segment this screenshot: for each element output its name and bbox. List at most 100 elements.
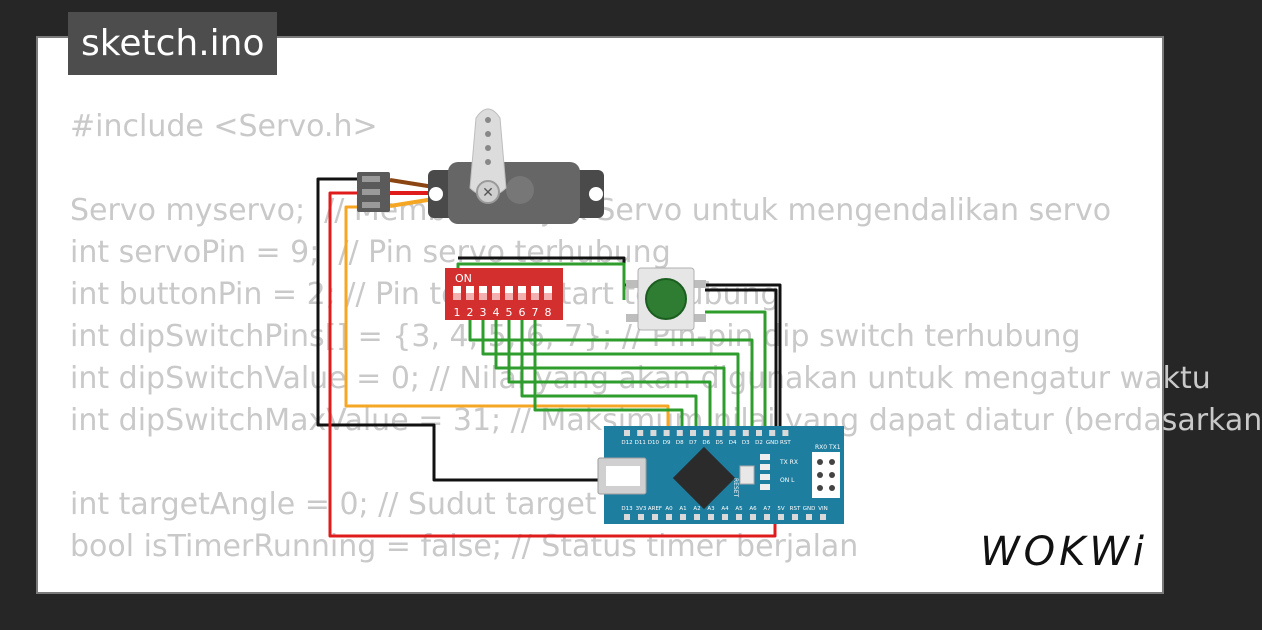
servo-shaft-icon bbox=[476, 180, 500, 204]
nano-pin-3v3[interactable] bbox=[638, 514, 644, 520]
nano-pin-gnd[interactable] bbox=[769, 430, 776, 436]
nano-pin-aref[interactable] bbox=[652, 514, 658, 520]
nano-pin-label: A5 bbox=[735, 506, 743, 512]
nano-pin-label: D7 bbox=[689, 440, 697, 446]
wire-button-green[interactable] bbox=[705, 310, 767, 432]
dip-on-label: ON bbox=[455, 272, 472, 285]
nano-pin-label: D4 bbox=[729, 440, 737, 446]
nano-pin-label: RST bbox=[780, 440, 791, 446]
nano-pin-label: D9 bbox=[663, 440, 671, 446]
nano-pin-label: D11 bbox=[635, 440, 646, 446]
wire-servo-gnd[interactable] bbox=[316, 177, 606, 482]
wire-button-d2[interactable] bbox=[705, 288, 778, 432]
dip-key-slider bbox=[466, 293, 474, 300]
dip-number: 6 bbox=[519, 306, 526, 319]
nano-pin-a6[interactable] bbox=[750, 514, 756, 520]
nano-pin-label: GND bbox=[766, 440, 779, 446]
nano-pin-vin[interactable] bbox=[820, 514, 826, 520]
nano-pin-a3[interactable] bbox=[708, 514, 714, 520]
wire-dip-5[interactable] bbox=[507, 318, 712, 432]
svg-text:✕: ✕ bbox=[482, 185, 494, 201]
nano-pin-a7[interactable] bbox=[764, 514, 770, 520]
dip-number: 4 bbox=[493, 306, 500, 319]
nano-pin-label: D3 bbox=[742, 440, 750, 446]
nano-pin-a1[interactable] bbox=[680, 514, 686, 520]
nano-pin-label: VIN bbox=[818, 506, 828, 512]
nano-pin-label: A4 bbox=[721, 506, 729, 512]
nano-pin-label: RST bbox=[790, 506, 801, 512]
nano-pin-d8[interactable] bbox=[676, 430, 683, 436]
dip-number: 3 bbox=[480, 306, 487, 319]
nano-pin-label: AREF bbox=[648, 506, 662, 512]
led-tx bbox=[760, 454, 770, 460]
rx-tx-label: RX0 TX1 bbox=[815, 444, 841, 451]
nano-pin-a5[interactable] bbox=[736, 514, 742, 520]
nano-pin-label: D12 bbox=[621, 440, 632, 446]
file-tab[interactable]: sketch.ino bbox=[68, 12, 278, 75]
pushbutton[interactable] bbox=[626, 267, 706, 331]
led-label-tx-rx: TX RX bbox=[779, 459, 798, 466]
nano-pin-rst[interactable] bbox=[792, 514, 798, 520]
nano-pin-label: A3 bbox=[707, 506, 715, 512]
nano-pin-d3[interactable] bbox=[742, 430, 749, 436]
nano-pin-label: A1 bbox=[679, 506, 686, 512]
wire-dip-6[interactable] bbox=[520, 318, 698, 432]
dip-number: 5 bbox=[506, 306, 513, 319]
dip-key-slider bbox=[492, 293, 500, 300]
nano-pin-a2[interactable] bbox=[694, 514, 700, 520]
nano-pin-label: A0 bbox=[665, 506, 673, 512]
nano-pin-d6[interactable] bbox=[703, 430, 710, 436]
nano-pin-5v[interactable] bbox=[778, 514, 784, 520]
nano-pin-d4[interactable] bbox=[729, 430, 736, 436]
reset-button[interactable] bbox=[739, 465, 755, 485]
servo-motor[interactable]: ✕ bbox=[428, 108, 604, 224]
nano-pin-d5[interactable] bbox=[716, 430, 723, 436]
microcontroller-chip bbox=[672, 446, 736, 510]
dip-number: 2 bbox=[467, 306, 474, 319]
nano-pin-label: A6 bbox=[749, 506, 757, 512]
nano-pin-d10[interactable] bbox=[650, 430, 657, 436]
nano-pin-label: D5 bbox=[716, 440, 724, 446]
servo-connector[interactable] bbox=[357, 172, 390, 212]
led-rx bbox=[760, 464, 770, 470]
dip-key-slider bbox=[518, 293, 526, 300]
dip-key-slider bbox=[479, 293, 487, 300]
servo-mount-left bbox=[429, 187, 443, 201]
nano-pin-label: A2 bbox=[693, 506, 700, 512]
nano-pin-label: 5V bbox=[777, 506, 784, 512]
nano-pin-rst[interactable] bbox=[782, 430, 789, 436]
nano-pin-label: 3V3 bbox=[636, 506, 647, 512]
dip-key-slider bbox=[505, 293, 513, 300]
dip-number: 8 bbox=[545, 306, 552, 319]
nano-pin-d2[interactable] bbox=[756, 430, 762, 436]
nano-pin-label: GND bbox=[803, 506, 816, 512]
nano-pin-label: D6 bbox=[702, 440, 710, 446]
nano-pin-label: D10 bbox=[648, 440, 660, 446]
wire-servo-5v[interactable] bbox=[328, 191, 777, 538]
nano-pin-d9[interactable] bbox=[663, 430, 670, 436]
nano-pin-label: D13 bbox=[621, 506, 633, 512]
wokwi-logo: WOKWi bbox=[980, 529, 1148, 575]
wire-servo-signal[interactable] bbox=[344, 205, 670, 432]
wire-dip-4[interactable] bbox=[494, 318, 726, 432]
dip-key-slider bbox=[453, 293, 461, 300]
reset-label: RESET bbox=[732, 478, 739, 498]
nano-pin-a0[interactable] bbox=[666, 514, 672, 520]
nano-pin-a4[interactable] bbox=[722, 514, 728, 520]
nano-pin-d7[interactable] bbox=[690, 430, 696, 436]
nano-pin-d12[interactable] bbox=[624, 430, 630, 436]
dip-key-slider bbox=[544, 293, 552, 300]
wire-dip-2[interactable] bbox=[468, 318, 754, 432]
button-cap[interactable] bbox=[645, 278, 687, 320]
wire-dip-3[interactable] bbox=[481, 318, 740, 432]
nano-pin-gnd[interactable] bbox=[806, 514, 812, 520]
nano-pin-d11[interactable] bbox=[637, 430, 644, 436]
nano-pin-d13[interactable] bbox=[624, 514, 630, 520]
dip-number: 1 bbox=[454, 306, 461, 319]
nano-pin-label: D8 bbox=[676, 440, 684, 446]
nano-pin-label: A7 bbox=[763, 506, 771, 512]
wire-dip-7[interactable] bbox=[533, 318, 684, 432]
